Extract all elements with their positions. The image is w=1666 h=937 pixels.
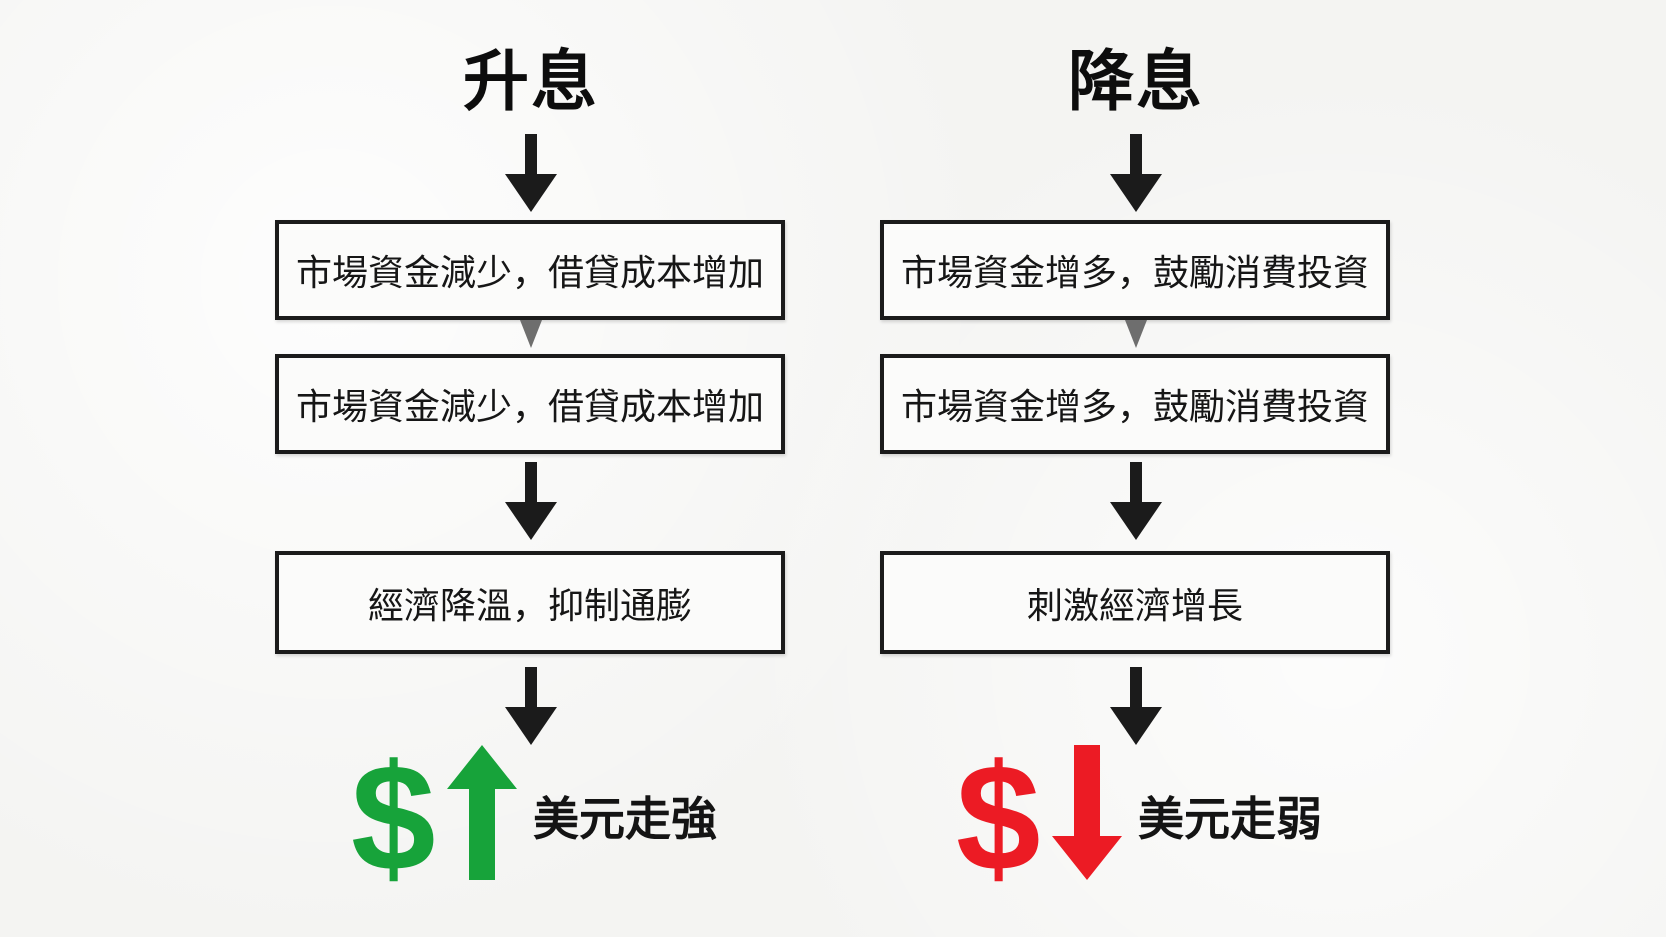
red-down-arrow-icon (1052, 745, 1122, 880)
weak-dollar-label: 美元走弱 (1138, 792, 1322, 846)
rate-hike-step-1: 市場資金減少，借貸成本增加 (275, 220, 785, 320)
down-arrow-icon (503, 134, 559, 212)
down-arrow-icon (1108, 134, 1164, 212)
rate-cut-step-1: 市場資金增多，鼓勵消費投資 (880, 220, 1390, 320)
rate-cut-step-3: 刺激經濟增長 (880, 551, 1390, 654)
rate-hike-column: 升息 市場資金減少，借貸成本增加 市場資金減少，借貸成本增加 經濟降溫，抑制通膨 (271, 0, 791, 937)
dollar-sign-icon: $ (351, 733, 436, 903)
green-up-arrow-icon (447, 745, 517, 880)
down-arrow-icon (1108, 462, 1164, 540)
rate-cut-title: 降息 (1068, 43, 1204, 120)
connector-notch-icon (520, 320, 542, 348)
rate-hike-title: 升息 (463, 43, 599, 120)
rate-hike-step-3: 經濟降溫，抑制通膨 (275, 551, 785, 654)
down-arrow-icon (503, 667, 559, 745)
rate-cut-step-2: 市場資金增多，鼓勵消費投資 (880, 354, 1390, 454)
down-arrow-icon (1108, 667, 1164, 745)
strong-dollar-label: 美元走強 (533, 792, 717, 846)
connector-notch-icon (1125, 320, 1147, 348)
rate-cut-column: 降息 市場資金增多，鼓勵消費投資 市場資金增多，鼓勵消費投資 刺激經濟增長 (876, 0, 1396, 937)
down-arrow-icon (503, 462, 559, 540)
weak-dollar-result: $ 美元走弱 (956, 733, 1376, 903)
rate-hike-step-2: 市場資金減少，借貸成本增加 (275, 354, 785, 454)
strong-dollar-result: $ 美元走強 (351, 733, 771, 903)
dollar-sign-icon: $ (956, 733, 1041, 903)
